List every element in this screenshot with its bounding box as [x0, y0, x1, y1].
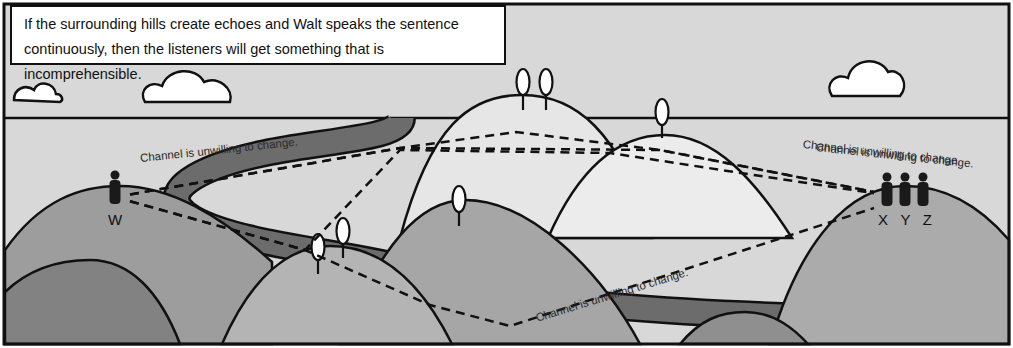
- person-head: [111, 171, 120, 180]
- listener-group: XYZ: [874, 168, 936, 228]
- echo-path: [130, 150, 874, 250]
- tree: [337, 218, 350, 244]
- tree: [540, 69, 553, 95]
- tree-trunk: [317, 260, 319, 274]
- person-letter: Y: [900, 212, 910, 228]
- person-body: [900, 182, 911, 206]
- frame: [4, 4, 1009, 344]
- caption-box: If the surrounding hills create echoes a…: [10, 5, 506, 65]
- clouds: [14, 61, 904, 102]
- tree-trunk: [545, 95, 547, 110]
- person-body: [110, 180, 121, 204]
- person-letter: Z: [923, 212, 932, 228]
- hills: [400, 95, 792, 238]
- speaker-figure: W: [100, 166, 130, 228]
- person-body: [882, 182, 893, 206]
- person-letter: W: [108, 212, 122, 228]
- tree-trunk: [458, 212, 460, 226]
- cloud: [829, 61, 904, 96]
- person-head: [883, 173, 892, 182]
- hill: [5, 260, 180, 344]
- hill: [5, 186, 272, 344]
- hill: [770, 186, 1009, 344]
- tree: [453, 186, 466, 212]
- cloud: [14, 84, 62, 102]
- trees: [312, 69, 669, 274]
- tree: [517, 69, 530, 95]
- echo-path: [130, 201, 874, 326]
- front-hills: [5, 186, 1009, 344]
- person-body: [918, 182, 929, 206]
- tree: [656, 99, 669, 125]
- hill: [222, 246, 452, 344]
- caption-text: If the surrounding hills create echoes a…: [24, 12, 492, 87]
- echo-path: [130, 148, 874, 194]
- person-letter: X: [878, 212, 888, 228]
- cloud: [143, 71, 231, 102]
- sky: [4, 4, 1009, 344]
- tree-trunk: [342, 244, 344, 258]
- hill: [680, 312, 808, 344]
- echo-path: [130, 132, 874, 194]
- person-head: [919, 173, 928, 182]
- people: [110, 171, 929, 207]
- tree-trunk: [522, 95, 524, 110]
- person-head: [901, 173, 910, 182]
